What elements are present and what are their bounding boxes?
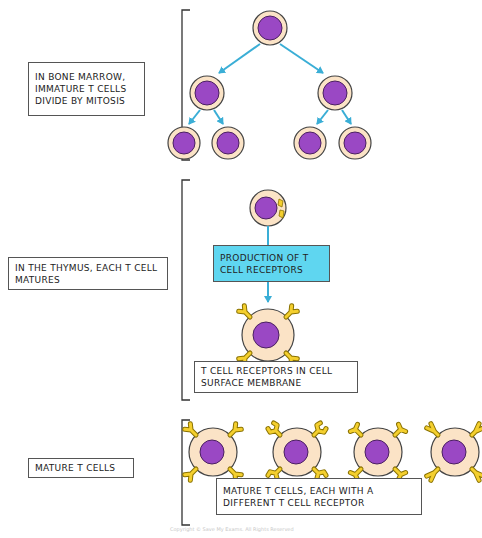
- box-text: PRODUCTION OF T CELL RECEPTORS: [220, 252, 323, 276]
- copyright-note: Copyright © Save My Exams. All Rights Re…: [170, 526, 294, 532]
- caption-box: MATURE T CELLS, EACH WITH A DIFFERENT T …: [216, 478, 422, 515]
- section-label: IN BONE MARROW, IMMATURE T CELLS DIVIDE …: [28, 62, 145, 116]
- section-label: MATURE T CELLS: [28, 458, 134, 478]
- process-box: PRODUCTION OF T CELL RECEPTORS: [213, 245, 330, 282]
- box-text: MATURE T CELLS: [35, 462, 115, 474]
- caption-box: T CELL RECEPTORS IN CELL SURFACE MEMBRAN…: [194, 361, 358, 393]
- box-text: IN THE THYMUS, EACH T CELL MATURES: [15, 262, 161, 286]
- box-text: T CELL RECEPTORS IN CELL SURFACE MEMBRAN…: [201, 365, 351, 389]
- box-text: MATURE T CELLS, EACH WITH A DIFFERENT T …: [223, 485, 415, 509]
- section-label: IN THE THYMUS, EACH T CELL MATURES: [8, 257, 168, 290]
- box-text: IN BONE MARROW, IMMATURE T CELLS DIVIDE …: [35, 71, 138, 107]
